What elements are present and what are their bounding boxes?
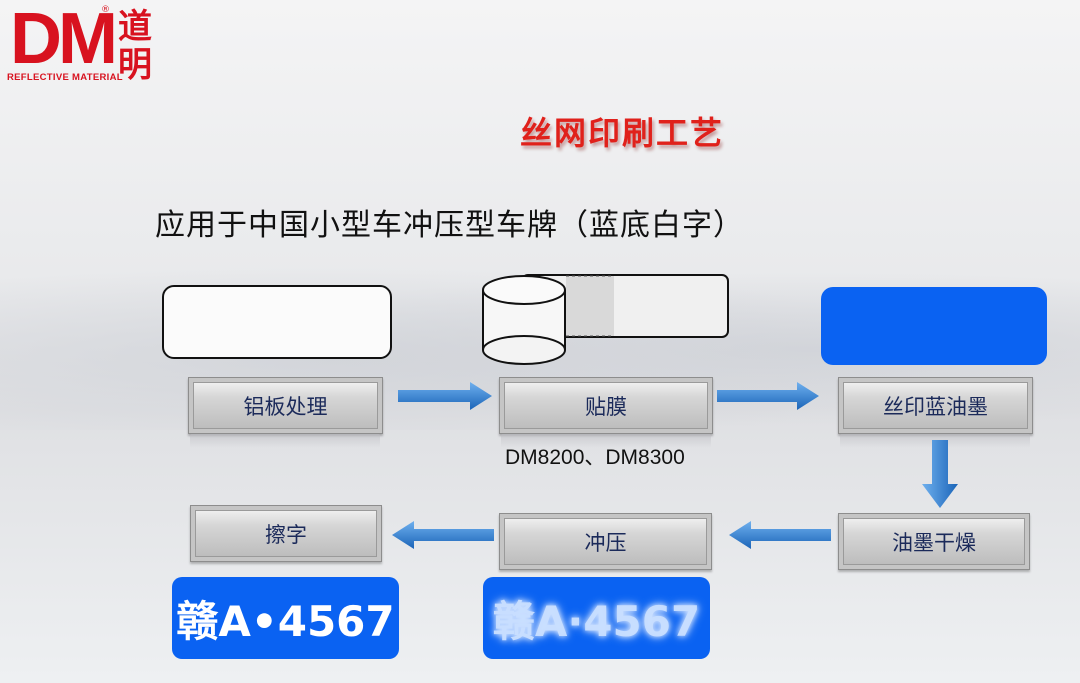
step-aluminum-treatment: 铝板处理	[188, 377, 383, 434]
film-model-label: DM8200、DM8300	[505, 446, 685, 469]
arrow-left-icon	[392, 521, 494, 549]
logo-dm: DM	[10, 0, 118, 79]
step-wipe-characters: 擦字	[190, 505, 382, 562]
license-plate-stamped: 赣A·4567	[483, 577, 710, 659]
logo-tagline: REFLECTIVE MATERIAL	[7, 72, 123, 83]
film-roll-illustration	[482, 274, 729, 365]
step-screen-print-blue-ink: 丝印蓝油墨	[838, 377, 1033, 434]
step-stamping: 冲压	[499, 513, 712, 570]
step-reflection	[190, 434, 380, 448]
page-title: 丝网印刷工艺	[520, 114, 725, 152]
step-ink-drying: 油墨干燥	[838, 513, 1030, 570]
page-subtitle: 应用于中国小型车冲压型车牌（蓝底白字）	[155, 208, 744, 243]
license-plate-finished: 赣A•4567	[172, 577, 399, 659]
blue-ink-plate-illustration	[821, 287, 1047, 365]
arrow-left-icon	[729, 521, 831, 549]
arrow-down-icon	[922, 440, 958, 508]
step-film-lamination: 贴膜	[499, 377, 713, 434]
arrow-right-icon	[717, 382, 819, 410]
aluminum-plate-illustration	[162, 285, 392, 359]
logo-registered-mark: ®	[101, 5, 110, 15]
arrow-right-icon	[398, 382, 492, 410]
logo-chinese-name: 道明	[118, 7, 152, 85]
step-reflection	[501, 434, 711, 448]
